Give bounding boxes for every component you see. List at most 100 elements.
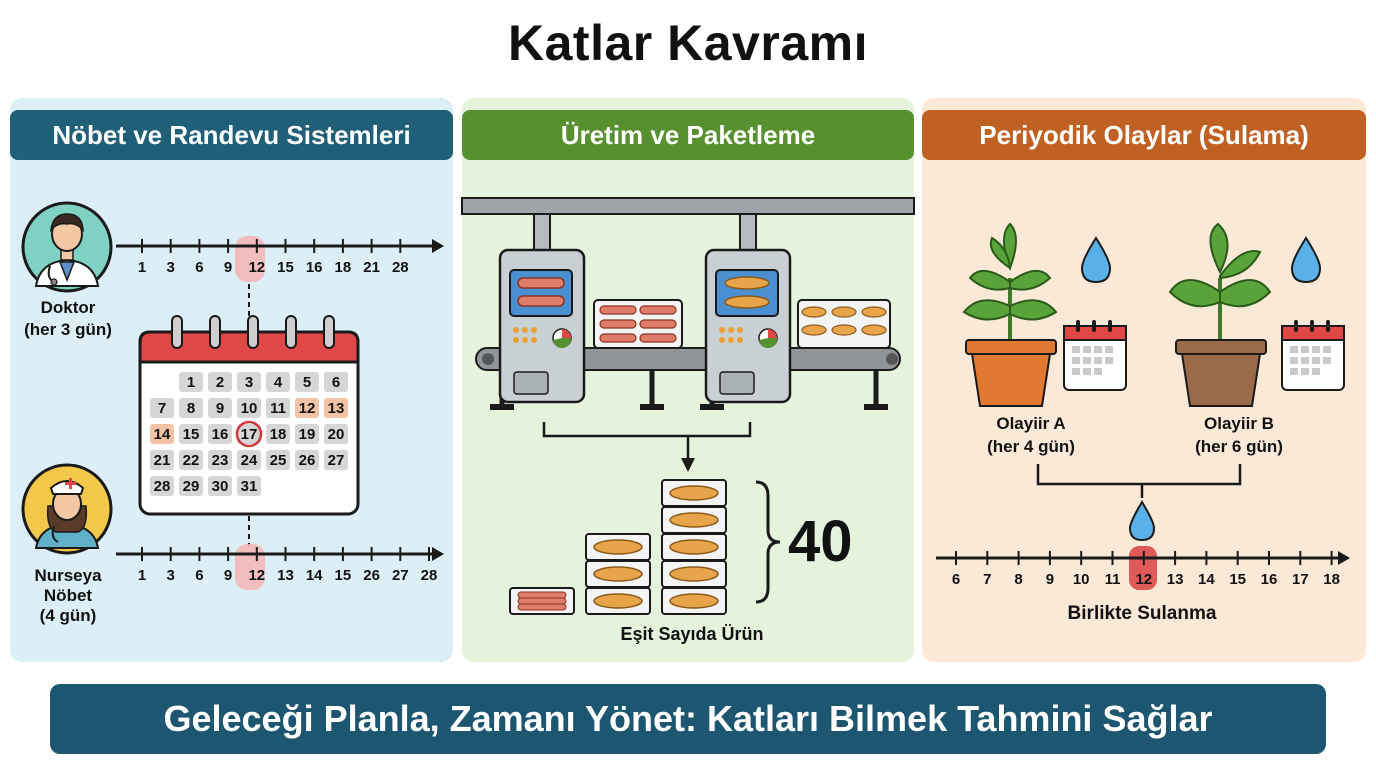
- timeline-label: 9: [1046, 571, 1054, 588]
- calendar-day: 12: [299, 400, 316, 417]
- sausage-item: [517, 597, 567, 605]
- product-stacks: [509, 479, 727, 615]
- timeline-label: 3: [167, 259, 175, 276]
- bread-item: [593, 539, 643, 555]
- timeline-label: 8: [1014, 571, 1022, 588]
- calendar-day-cell: [150, 424, 174, 444]
- timeline-label: 1: [138, 567, 146, 584]
- calendar-day-cell: [208, 450, 232, 470]
- bread-item: [669, 512, 719, 528]
- calendar-day: 17: [241, 426, 258, 443]
- calendar-day-cell: [237, 476, 261, 496]
- calendar-day: 1: [187, 374, 195, 391]
- footer-banner: Geleceği Planla, Zamanı Yönet: Katları B…: [50, 684, 1326, 754]
- calendar-day-cell: [266, 450, 290, 470]
- page-title: Katlar Kavramı: [508, 15, 868, 71]
- calendar-day: 9: [216, 400, 224, 417]
- calendar-day-cell: [208, 424, 232, 444]
- scheduling-panel: Nöbet ve Randevu Sistemleri Doktor (her …: [10, 98, 453, 662]
- calendar-day-cell: [295, 372, 319, 392]
- timeline-label: 9: [224, 567, 232, 584]
- connector-dashed: [248, 284, 250, 324]
- calendar-day: 25: [270, 452, 287, 469]
- calendar-day: 28: [154, 478, 171, 495]
- watering-connector: [1036, 464, 1242, 498]
- doctor-frequency: (her 3 gün): [24, 320, 112, 339]
- timeline-label: 27: [392, 567, 409, 584]
- nurse-label: Nurseya: [34, 566, 102, 585]
- calendar-day: 14: [154, 426, 171, 443]
- timeline-label: 15: [277, 259, 294, 276]
- calendar-day-cell: [150, 398, 174, 418]
- calendar-day-cell: [324, 398, 348, 418]
- calendar-day: 8: [187, 400, 195, 417]
- calendar-day: 5: [303, 374, 311, 391]
- plant-b-frequency: (her 6 gün): [1195, 437, 1283, 456]
- calendar-day-cell: [266, 398, 290, 418]
- plant-a-icon: [962, 222, 1127, 407]
- calendar-day: 2: [216, 374, 224, 391]
- product-count: 40: [788, 509, 853, 574]
- timeline-label: 13: [1167, 571, 1184, 588]
- timeline-label: 21: [363, 259, 380, 276]
- timeline-label: 10: [1073, 571, 1090, 588]
- timeline-label: 14: [1198, 571, 1215, 588]
- timeline-label: 28: [392, 259, 409, 276]
- timeline-label: 1: [138, 259, 146, 276]
- calendar-day: 30: [212, 478, 229, 495]
- sausage-item: [517, 591, 567, 599]
- calendar-day-cell: [237, 424, 261, 444]
- factory-illustration: [461, 197, 915, 472]
- calendar-day-cell: [179, 372, 203, 392]
- calendar-day: 19: [299, 426, 316, 443]
- calendar-day-cell: [237, 450, 261, 470]
- calendar-day-cell: [324, 450, 348, 470]
- timeline-label: 12: [248, 259, 265, 276]
- calendar-day-cell: [324, 424, 348, 444]
- bread-item: [669, 593, 719, 609]
- calendar-day: 7: [158, 400, 166, 417]
- calendar-day-cell: [150, 476, 174, 496]
- timeline-label: 14: [306, 567, 323, 584]
- timeline-label: 9: [224, 259, 232, 276]
- calendar-day-cell: [150, 450, 174, 470]
- calendar-day: 16: [212, 426, 229, 443]
- calendar-day-cell: [179, 398, 203, 418]
- doctor-avatar-icon: [21, 201, 113, 293]
- calendar-day: 20: [328, 426, 345, 443]
- calendar-day: 13: [328, 400, 345, 417]
- nurse-label-2: Nöbet: [43, 586, 93, 605]
- calendar-day-cell: [295, 398, 319, 418]
- calendar-circle-mark: [235, 420, 263, 448]
- scheduling-panel-header: Nöbet ve Randevu Sistemleri: [10, 110, 453, 160]
- bread-item: [669, 539, 719, 555]
- watering-panel: Periyodik Olaylar (Sulama): [922, 98, 1366, 662]
- calendar-day: 15: [183, 426, 200, 443]
- shared-water-drop-icon: [1128, 500, 1156, 542]
- bread-item: [593, 566, 643, 582]
- calendar-day: 18: [270, 426, 287, 443]
- nurse-frequency: (4 gün): [39, 606, 97, 625]
- timeline-label: 11: [1105, 571, 1121, 588]
- calendar-day-cell: [179, 424, 203, 444]
- calendar-day: 11: [270, 400, 286, 417]
- doctor-label: Doktor: [40, 298, 96, 317]
- calendar-day-cell: [266, 424, 290, 444]
- plant-b-label: Olayiir B: [1204, 414, 1274, 433]
- timeline-label: 6: [195, 259, 203, 276]
- timeline-label: 26: [363, 567, 380, 584]
- calendar-day: 27: [328, 452, 345, 469]
- calendar-day: 26: [299, 452, 316, 469]
- calendar-day-cell: [266, 372, 290, 392]
- timeline-label: 16: [306, 259, 323, 276]
- calendar-day: 29: [183, 478, 200, 495]
- calendar-day-cell: [179, 476, 203, 496]
- timeline-label: 12: [248, 567, 265, 584]
- production-panel-header: Üretim ve Paketleme: [462, 110, 914, 160]
- calendar-day-cell: [295, 424, 319, 444]
- calendar-day-cell: [179, 450, 203, 470]
